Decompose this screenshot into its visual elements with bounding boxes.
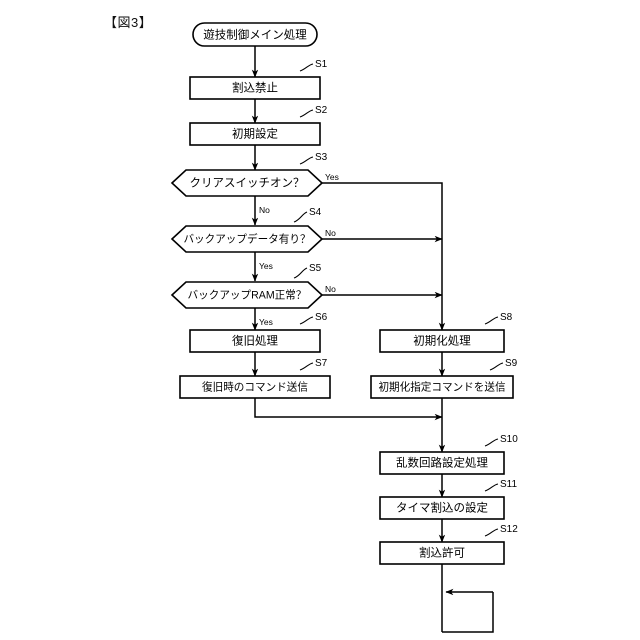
step-label-s8: S8: [484, 312, 513, 325]
node-s5[interactable]: バックアップRAM正常？: [170, 281, 324, 309]
node-s11-shape: [379, 496, 505, 520]
node-s11-label: タイマ割込の設定: [396, 501, 488, 515]
node-s8-shape: [379, 329, 505, 353]
node-s2[interactable]: 初期設定: [189, 122, 321, 146]
step-label-s12: S12: [484, 524, 518, 537]
node-s2-label: 初期設定: [232, 127, 278, 141]
node-start-shape: [192, 22, 318, 47]
node-s9[interactable]: 初期化指定コマンドを送信: [370, 375, 514, 399]
node-start-label: 遊技制御メイン処理: [203, 28, 307, 42]
node-s11[interactable]: タイマ割込の設定: [379, 496, 505, 520]
node-s2-shape: [189, 122, 321, 146]
node-s8-label: 初期化処理: [413, 334, 471, 348]
node-s1-label: 割込禁止: [232, 81, 278, 95]
node-s1[interactable]: 割込禁止: [189, 76, 321, 100]
edge-s3-yes-to-rail: [322, 182, 446, 331]
step-label-s8-text: S8: [500, 312, 513, 323]
branch-label-s5-yes: Yes: [259, 317, 273, 327]
node-s12[interactable]: 割込許可: [379, 541, 505, 565]
step-label-s6: S6: [299, 312, 328, 325]
step-label-s2: S2: [299, 105, 328, 118]
node-s9-shape: [370, 375, 514, 399]
step-label-s2-text: S2: [315, 105, 328, 116]
node-s10-label: 乱数回路設定処理: [396, 456, 488, 470]
node-s7-label: 復旧時のコマンド送信: [202, 380, 308, 393]
step-label-s5-text: S5: [309, 263, 322, 274]
branch-label-s3-no: No: [259, 205, 270, 215]
figure-number-label: 【図3】: [104, 15, 153, 30]
node-s5-label: バックアップRAM正常？: [188, 288, 307, 301]
edge-s7-to-rail: [254, 398, 443, 421]
node-s6[interactable]: 復旧処理: [189, 329, 321, 353]
step-label-s6-text: S6: [315, 312, 328, 323]
step-label-s5: S5: [293, 263, 322, 279]
node-s12-label: 割込許可: [419, 546, 465, 560]
step-label-s11-text: S11: [500, 479, 517, 490]
edges-group: [251, 46, 494, 633]
step-label-s1-text: S1: [315, 59, 328, 70]
node-s6-label: 復旧処理: [232, 334, 278, 348]
step-label-s10: S10: [484, 434, 518, 447]
branch-label-s5-no: No: [325, 284, 336, 294]
node-s5-shape: [170, 281, 324, 309]
node-s10-shape: [379, 451, 505, 475]
node-s7[interactable]: 復旧時のコマンド送信: [179, 375, 331, 399]
node-s8[interactable]: 初期化処理: [379, 329, 505, 353]
node-s7-shape: [179, 375, 331, 399]
step-label-s4: S4: [293, 207, 322, 223]
branch-label-s4-yes: Yes: [259, 261, 273, 271]
step-label-s3-text: S3: [315, 152, 328, 163]
node-s6-shape: [189, 329, 321, 353]
node-s4[interactable]: バックアップデータ有り？: [170, 225, 324, 253]
step-label-s3: S3: [299, 152, 328, 165]
step-label-s11: S11: [484, 479, 517, 492]
node-s10[interactable]: 乱数回路設定処理: [379, 451, 505, 475]
step-label-s7: S7: [299, 358, 328, 371]
node-s4-label: バックアップデータ有り？: [183, 232, 310, 245]
step-label-s1: S1: [299, 59, 328, 72]
step-label-s10-text: S10: [500, 434, 518, 445]
edge-loop-bottom: [442, 592, 494, 633]
node-s3[interactable]: クリアスイッチオン？: [170, 169, 324, 197]
node-s3-shape: [170, 169, 324, 197]
node-s9-label: 初期化指定コマンドを送信: [378, 380, 506, 393]
node-s4-shape: [170, 225, 324, 253]
node-s3-label: クリアスイッチオン？: [190, 177, 305, 190]
step-label-s7-text: S7: [315, 358, 328, 369]
step-label-s9: S9: [489, 358, 518, 371]
step-label-s4-text: S4: [309, 207, 322, 218]
branch-label-s4-no: No: [325, 228, 336, 238]
node-start[interactable]: 遊技制御メイン処理: [192, 22, 318, 47]
step-label-s9-text: S9: [505, 358, 518, 369]
branch-label-s3-yes: Yes: [325, 172, 339, 182]
node-s12-shape: [379, 541, 505, 565]
step-label-s12-text: S12: [500, 524, 518, 535]
node-s1-shape: [189, 76, 321, 100]
